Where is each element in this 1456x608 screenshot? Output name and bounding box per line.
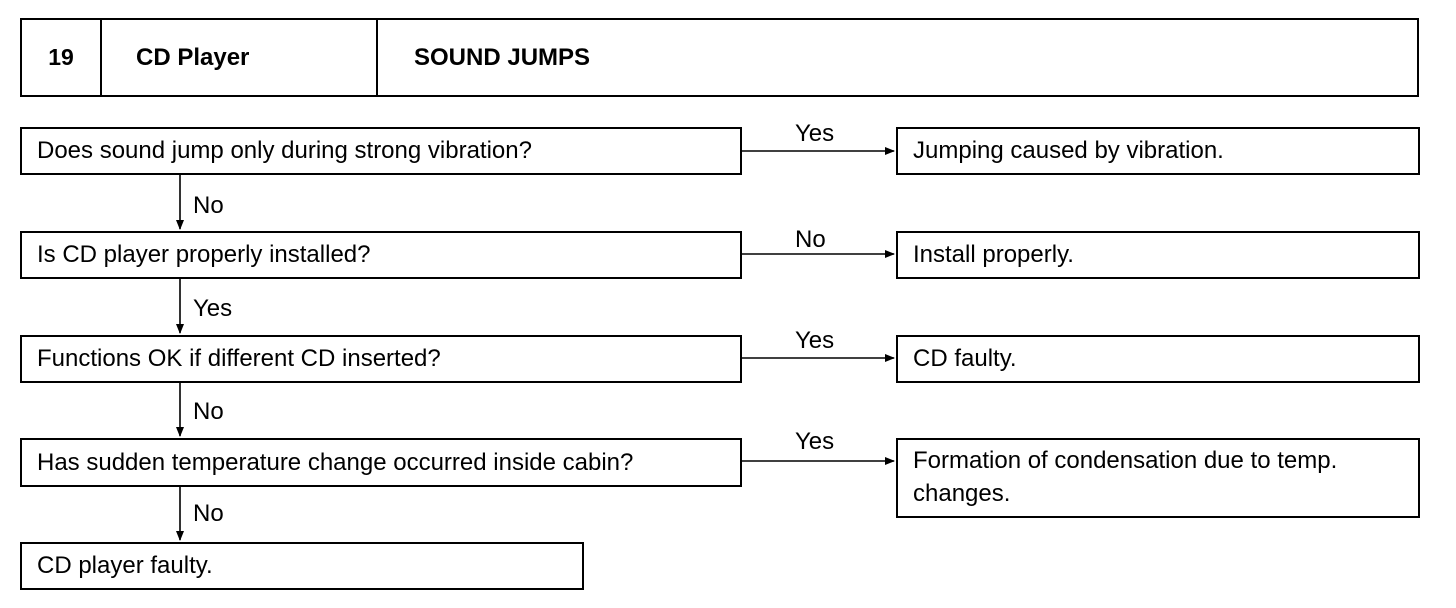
result-box-4: Formation of condensation due to temp. c…: [896, 438, 1420, 518]
branch-label-right-2: No: [795, 226, 826, 253]
diagnosis-number: 19: [22, 20, 102, 95]
question-box-4: Has sudden temperature change occurred i…: [20, 438, 742, 487]
branch-label-down-4: No: [193, 500, 224, 527]
branch-label-right-4: Yes: [795, 428, 835, 455]
question-box-3: Functions OK if different CD inserted?: [20, 335, 742, 383]
question-box-1: Does sound jump only during strong vibra…: [20, 127, 742, 175]
final-result-box: CD player faulty.: [20, 542, 584, 590]
system-name: CD Player: [102, 20, 378, 95]
question-box-2: Is CD player properly installed?: [20, 231, 742, 279]
result-box-1: Jumping caused by vibration.: [896, 127, 1420, 175]
branch-label-right-3: Yes: [795, 327, 835, 354]
branch-label-down-1: No: [193, 192, 224, 219]
result-box-2: Install properly.: [896, 231, 1420, 279]
symptom-title: SOUND JUMPS: [414, 43, 591, 71]
branch-label-down-3: No: [193, 398, 224, 425]
branch-label-down-2: Yes: [193, 295, 233, 322]
result-box-3: CD faulty.: [896, 335, 1420, 383]
branch-label-right-1: Yes: [795, 120, 835, 147]
header-table: 19 CD Player SOUND JUMPS: [20, 18, 1419, 97]
